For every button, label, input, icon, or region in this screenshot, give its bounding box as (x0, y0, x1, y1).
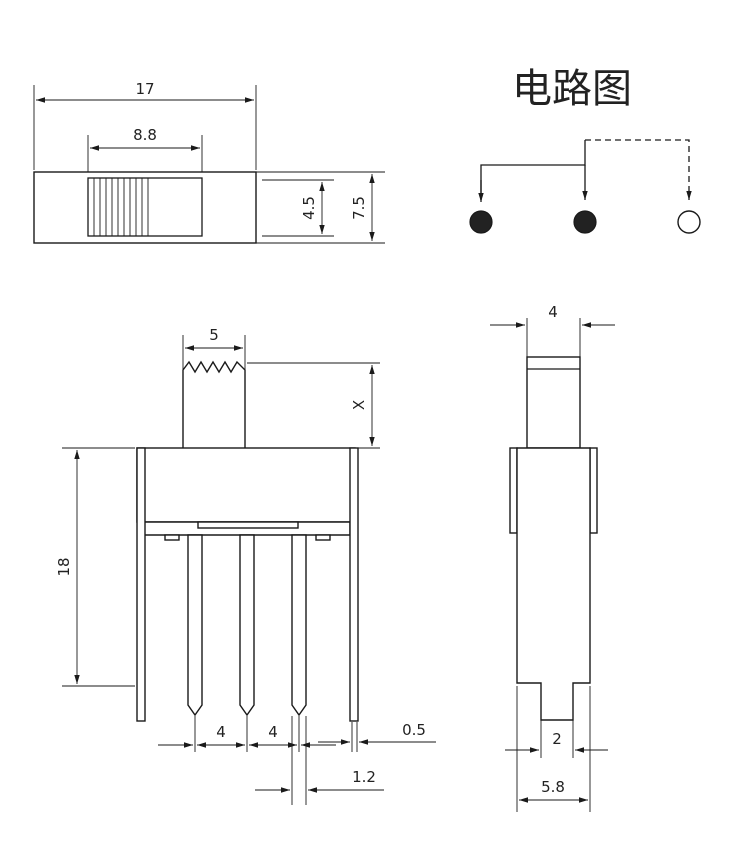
circuit-title: 电路图 (512, 66, 632, 112)
front-right-leg (349, 447, 359, 722)
slider-height-label: 4.5 (300, 196, 318, 220)
front-pin-3 (291, 534, 307, 717)
terminal-open-right (677, 210, 701, 234)
top-view: 17 8.8 4.5 7.5 (33, 80, 385, 244)
overall-height-label: 7.5 (350, 196, 368, 220)
terminal-filled-left (469, 210, 493, 234)
side-pin-width-label: 2 (552, 730, 562, 748)
side-body-width-label: 5.8 (541, 778, 565, 796)
pin-pitch-right-label: 4 (268, 723, 278, 741)
pin-pitch-left-label: 4 (216, 723, 226, 741)
front-body (136, 447, 356, 523)
front-view: 5 X 18 4 4 (55, 326, 436, 805)
body-height-label: 18 (55, 557, 73, 576)
front-pin-1 (187, 534, 203, 717)
overall-length-label: 17 (135, 80, 154, 98)
top-body (33, 171, 257, 244)
front-pin-2 (239, 534, 255, 717)
pin-thickness-label: 0.5 (402, 721, 426, 739)
dashed-connection-line (585, 139, 692, 200)
side-right-leg (589, 447, 598, 534)
slider-length-label: 8.8 (133, 126, 157, 144)
side-view: 4 2 5.8 (490, 303, 615, 812)
side-actuator-width-label: 4 (548, 303, 558, 321)
actuator-height-label: X (350, 400, 368, 410)
side-body (516, 447, 591, 721)
pin-width-label: 1.2 (352, 768, 376, 786)
terminal-filled-middle (573, 210, 597, 234)
circuit-diagram: 电路图 (469, 66, 701, 234)
side-actuator (526, 356, 581, 449)
solid-connection-line (480, 140, 586, 200)
side-left-leg (509, 447, 518, 534)
front-left-leg (136, 447, 146, 722)
actuator-width-label: 5 (209, 326, 219, 344)
top-slider-knob (87, 177, 203, 237)
slider-ridges (93, 178, 149, 236)
front-actuator (182, 360, 246, 448)
